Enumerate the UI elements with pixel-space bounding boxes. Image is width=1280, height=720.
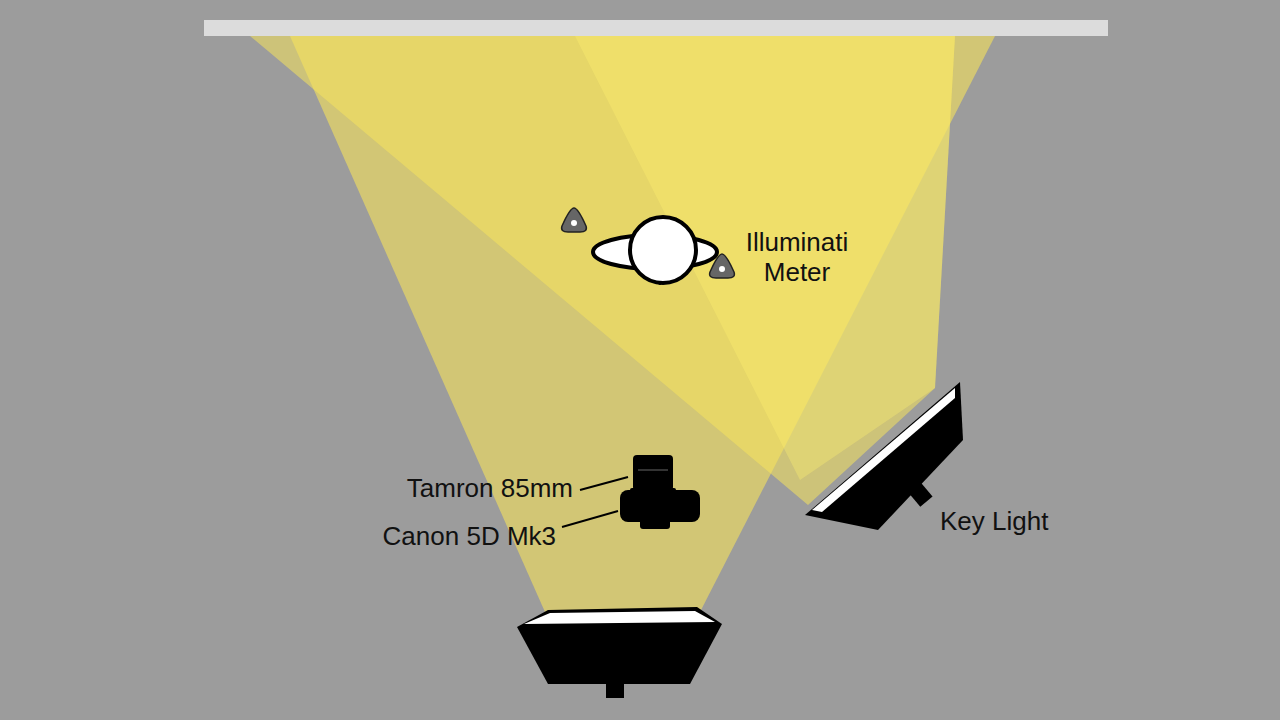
backdrop-wall [204,20,1108,36]
camera-label: Canon 5D Mk3 [296,522,556,552]
subject-label: Illuminati Meter [737,228,857,288]
fill-light-softbox [517,607,722,698]
light-label: Key Light [940,507,1120,537]
subject [593,217,717,285]
meter-marker [710,254,735,278]
camera-label: Tamron 85mm [313,474,573,504]
leader-line [580,477,628,490]
key-light-beam [250,36,955,505]
key-light-beam-core [575,36,955,480]
camera [620,455,700,529]
leader-line [562,511,618,527]
key-light-softbox [805,382,963,530]
meter-marker [562,208,587,232]
